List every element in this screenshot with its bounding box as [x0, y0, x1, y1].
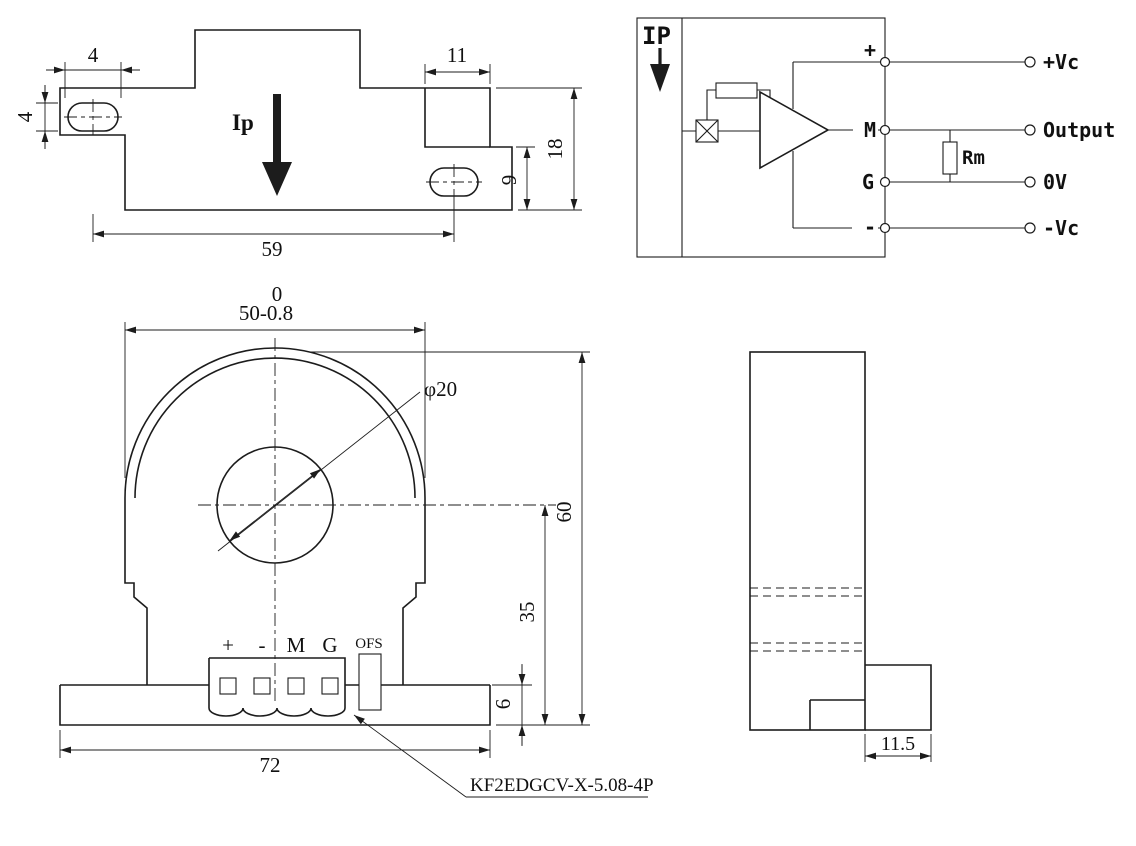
- pin-zero-volt-label: 0V: [1043, 170, 1067, 194]
- module-boundary: [636, 17, 886, 258]
- compensation-wires: [706, 89, 771, 120]
- offset-trimmer: [358, 653, 382, 711]
- dim-arrow: [274, 468, 321, 506]
- rm-resistor: [942, 141, 958, 175]
- connector-terminal: [287, 677, 305, 695]
- terminal-plus-node: [879, 56, 891, 68]
- dim-hole-spacing: 59: [92, 200, 455, 261]
- dim-hole-spacing-ext: [92, 200, 455, 242]
- dim-arrow: [229, 504, 276, 542]
- dim-total-height-label: 60: [552, 502, 576, 523]
- dim-total-height-ext: [310, 351, 590, 726]
- dim-step-depth: 11.5: [864, 733, 932, 762]
- label-mask: [853, 119, 878, 137]
- amplifier-wires: [792, 61, 880, 229]
- top-view-step-edges: [424, 88, 490, 148]
- terminal-m-label: M: [864, 118, 876, 142]
- dim-slot-width-lines: [36, 85, 58, 149]
- terminal-minus-node: [879, 222, 891, 234]
- pin-output-label: Output: [1043, 118, 1115, 142]
- circuit-schematic: IP + M G - +Vc Output 0V -Vc Rm: [636, 17, 1115, 258]
- connector-terminal: [321, 677, 339, 695]
- connector-scallops: [208, 707, 346, 717]
- dim-lower-height: 9: [497, 146, 535, 210]
- pin-neg-supply-node: [1024, 222, 1036, 234]
- dim-slot-width: 4: [13, 85, 58, 149]
- primary-label: IP: [642, 22, 671, 50]
- dim-base-height-label: 6: [491, 699, 515, 710]
- dim-step-depth-label: 11.5: [881, 733, 915, 755]
- dim-width-tol-label: 0: [272, 282, 283, 306]
- dim-center-height: 35: [515, 505, 549, 725]
- terminal-m-node: [879, 124, 891, 136]
- aperture-leader: [217, 391, 421, 552]
- connector-terminal: [219, 677, 237, 695]
- dim-total-height: 60: [310, 351, 590, 726]
- right-slot-centerlines: [426, 164, 482, 200]
- dim-step-width: 11: [424, 43, 491, 84]
- output-wires: [890, 61, 1025, 229]
- dim-base-width-label: 72: [260, 753, 281, 777]
- dim-aperture: φ20: [217, 377, 457, 552]
- dim-aperture-label: φ20: [424, 377, 457, 401]
- terminal-plus-label: +: [864, 38, 876, 62]
- pin-g-label: G: [322, 633, 337, 657]
- terminal-g-label: G: [862, 170, 874, 194]
- connector-outline: [208, 657, 346, 708]
- dim-base-height: 6: [491, 664, 532, 746]
- centerlines: [198, 338, 556, 702]
- callout-leader: [353, 714, 467, 798]
- front-view: + - M G OFS φ20 50-0.8 0 60 35: [59, 282, 654, 798]
- primary-current-arrow: [262, 94, 292, 196]
- dim-slot-width-label: 4: [13, 111, 37, 122]
- dim-width-ext: [124, 322, 426, 478]
- pin-m-label: M: [287, 633, 306, 657]
- terminal-g-node: [879, 176, 891, 188]
- primary-current-label: Ip: [232, 110, 254, 135]
- pin-neg-supply-label: -Vc: [1043, 216, 1079, 240]
- connector-callout: KF2EDGCV-X-5.08-4P: [353, 714, 654, 798]
- hall-element-cross: [695, 119, 719, 143]
- top-view-outline: [59, 29, 513, 211]
- pin-plus-label: +: [222, 633, 234, 657]
- pin-pos-supply-node: [1024, 56, 1036, 68]
- side-view: 11.5: [749, 351, 932, 762]
- pin-minus-label: -: [259, 633, 266, 657]
- dim-side-height-label: 18: [543, 139, 567, 160]
- dim-center-height-label: 35: [515, 602, 539, 623]
- primary-arrow-head: [650, 64, 670, 92]
- dim-width-label: 50-0.8: [239, 301, 293, 325]
- base-flange: [59, 684, 491, 726]
- top-view: Ip 4 4 11 18 9: [13, 29, 582, 261]
- dim-lower-height-label: 9: [497, 175, 521, 186]
- side-hidden-lines: [750, 587, 865, 652]
- body-sides: [124, 498, 426, 685]
- dim-side-height-ext: [496, 87, 582, 211]
- side-step-block: [865, 664, 932, 731]
- label-mask: [852, 220, 878, 235]
- dim-step-width-ext: [424, 64, 491, 84]
- dim-slot-length: 4: [46, 43, 140, 98]
- dim-hole-spacing-label: 59: [262, 237, 283, 261]
- pin-zero-volt-node: [1024, 176, 1036, 188]
- pin-output-node: [1024, 124, 1036, 136]
- pin-pos-supply-label: +Vc: [1043, 50, 1079, 74]
- offset-label: OFS: [355, 636, 383, 652]
- connector-part-label: KF2EDGCV-X-5.08-4P: [470, 775, 654, 796]
- dim-base-width: 72: [59, 730, 491, 777]
- amplifier-symbol: [759, 90, 830, 170]
- dim-width: 50-0.8 0: [124, 282, 426, 478]
- dim-side-height: 18: [496, 87, 582, 211]
- side-connector-edges: [809, 699, 865, 730]
- left-slot-centerlines: [64, 99, 122, 135]
- terminal-minus-label: -: [864, 215, 876, 239]
- inner-arc: [134, 357, 416, 499]
- dim-step-width-label: 11: [447, 43, 467, 67]
- compensation-resistor: [715, 82, 758, 99]
- dim-slot-length-label: 4: [88, 43, 99, 67]
- connector-terminal: [253, 677, 271, 695]
- rm-label: Rm: [962, 147, 985, 169]
- side-body: [749, 351, 866, 731]
